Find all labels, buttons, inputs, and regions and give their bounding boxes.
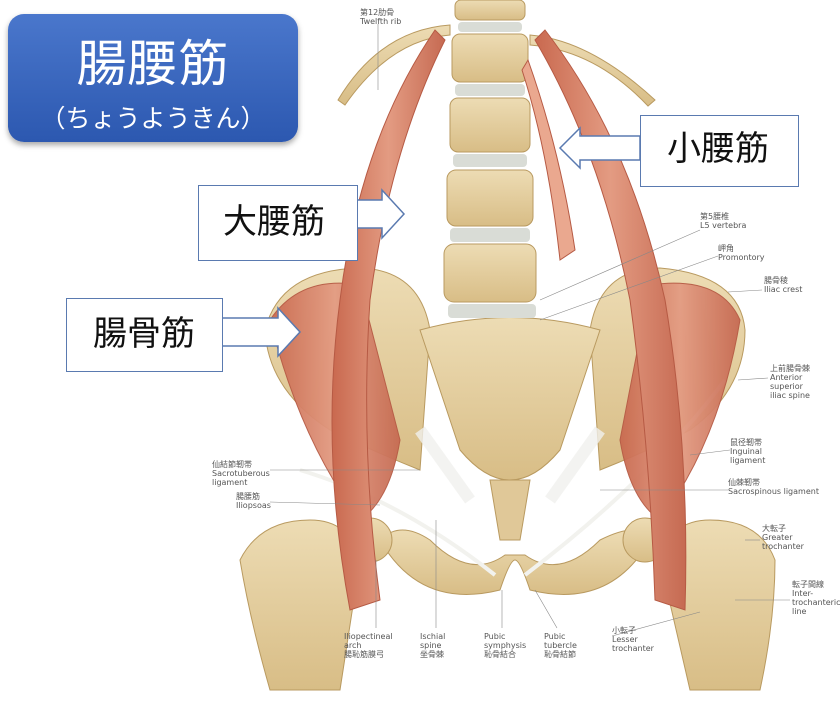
label-pubic-tubercle: Pubic tubercle 恥骨結節 bbox=[544, 632, 577, 659]
coccyx bbox=[489, 479, 531, 541]
psoas-major-arrow-icon bbox=[355, 188, 406, 240]
callout-iliacus: 腸骨筋 bbox=[66, 298, 223, 372]
title-reading: （ちょうようきん） bbox=[40, 104, 266, 133]
left-inguinal-ligament bbox=[299, 468, 497, 577]
lumbar-spine bbox=[443, 0, 537, 318]
callout-psoas-minor-label: 小腰筋 bbox=[667, 129, 769, 169]
label-pubic-symphysis: Pubic symphysis 恥骨結合 bbox=[484, 632, 527, 659]
label-twelfth-rib: 第12肋骨 Twelfth rib bbox=[360, 8, 402, 26]
label-intertrochanteric-line: 転子間線 Inter- trochanteric line bbox=[792, 580, 840, 616]
title-banner: 腸腰筋 （ちょうようきん） bbox=[8, 14, 298, 142]
callout-psoas-major-label: 大腰筋 bbox=[223, 202, 325, 242]
callout-psoas-minor: 小腰筋 bbox=[640, 115, 799, 187]
title-text: 腸腰筋 bbox=[76, 35, 230, 93]
label-iliac-crest: 腸骨稜 Iliac crest bbox=[764, 276, 803, 294]
label-iliopectineal-arch: Iliopectineal arch 腸恥筋膜弓 bbox=[344, 632, 393, 659]
label-l5-vertebra: 第5腰椎 L5 vertebra bbox=[700, 212, 747, 230]
sacrum bbox=[419, 317, 601, 481]
callout-iliacus-label: 腸骨筋 bbox=[93, 314, 195, 354]
iliacus-arrow-icon bbox=[219, 306, 302, 358]
label-sacrotuberous-ligament: 仙結節靭帯 Sacrotuberous ligament bbox=[212, 460, 270, 487]
label-sacrospinous-ligament: 仙棘靭帯 Sacrospinous ligament bbox=[728, 478, 819, 496]
callout-psoas-major: 大腰筋 bbox=[198, 185, 358, 261]
sacrospinous-ligaments bbox=[415, 426, 605, 504]
label-greater-trochanter: 大転子 Greater trochanter bbox=[762, 524, 804, 551]
right-psoas-minor-muscle bbox=[521, 58, 576, 261]
label-asis: 上前腸骨棘 Anterior superior iliac spine bbox=[770, 364, 810, 400]
left-twelfth-rib bbox=[337, 24, 451, 106]
label-inguinal-ligament: 鼠径靭帯 Inguinal ligament bbox=[730, 438, 766, 465]
leader-lines bbox=[269, 24, 790, 637]
label-iliopsoas: 腸腰筋 Iliopsoas bbox=[236, 492, 271, 510]
right-psoas-major-muscle bbox=[534, 29, 687, 611]
label-ischial-spine: Ischial spine 坐骨棘 bbox=[420, 632, 446, 659]
psoas-minor-arrow-icon bbox=[558, 126, 641, 170]
label-lesser-trochanter: 小転子 Lesser trochanter bbox=[612, 626, 654, 653]
label-promontory: 岬角 Promontory bbox=[718, 244, 765, 262]
